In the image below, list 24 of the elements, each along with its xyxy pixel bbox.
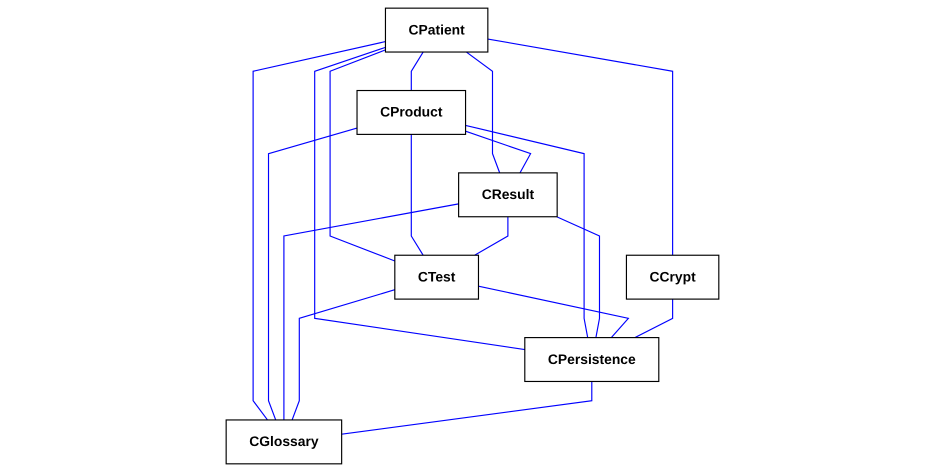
connector <box>466 52 500 174</box>
connector <box>341 381 592 435</box>
connector <box>329 49 395 262</box>
connector <box>634 299 673 338</box>
connector <box>464 124 588 338</box>
connector <box>410 134 424 256</box>
connector <box>478 286 629 338</box>
node-box: CPersistence <box>524 337 659 382</box>
connector <box>464 130 531 174</box>
connector <box>314 46 524 350</box>
node-box: CGlossary <box>225 419 342 464</box>
connector <box>291 289 394 420</box>
node-box: CProduct <box>356 90 466 135</box>
connector <box>556 216 600 338</box>
node-box: CTest <box>394 254 479 300</box>
connector <box>267 128 357 420</box>
connector <box>252 41 386 420</box>
node-box: CCrypt <box>625 254 719 300</box>
connector <box>474 216 508 256</box>
connector <box>410 52 424 91</box>
node-box: CPatient <box>384 8 488 53</box>
connector <box>282 203 458 420</box>
connector <box>487 38 673 256</box>
node-box: CResult <box>458 172 558 218</box>
